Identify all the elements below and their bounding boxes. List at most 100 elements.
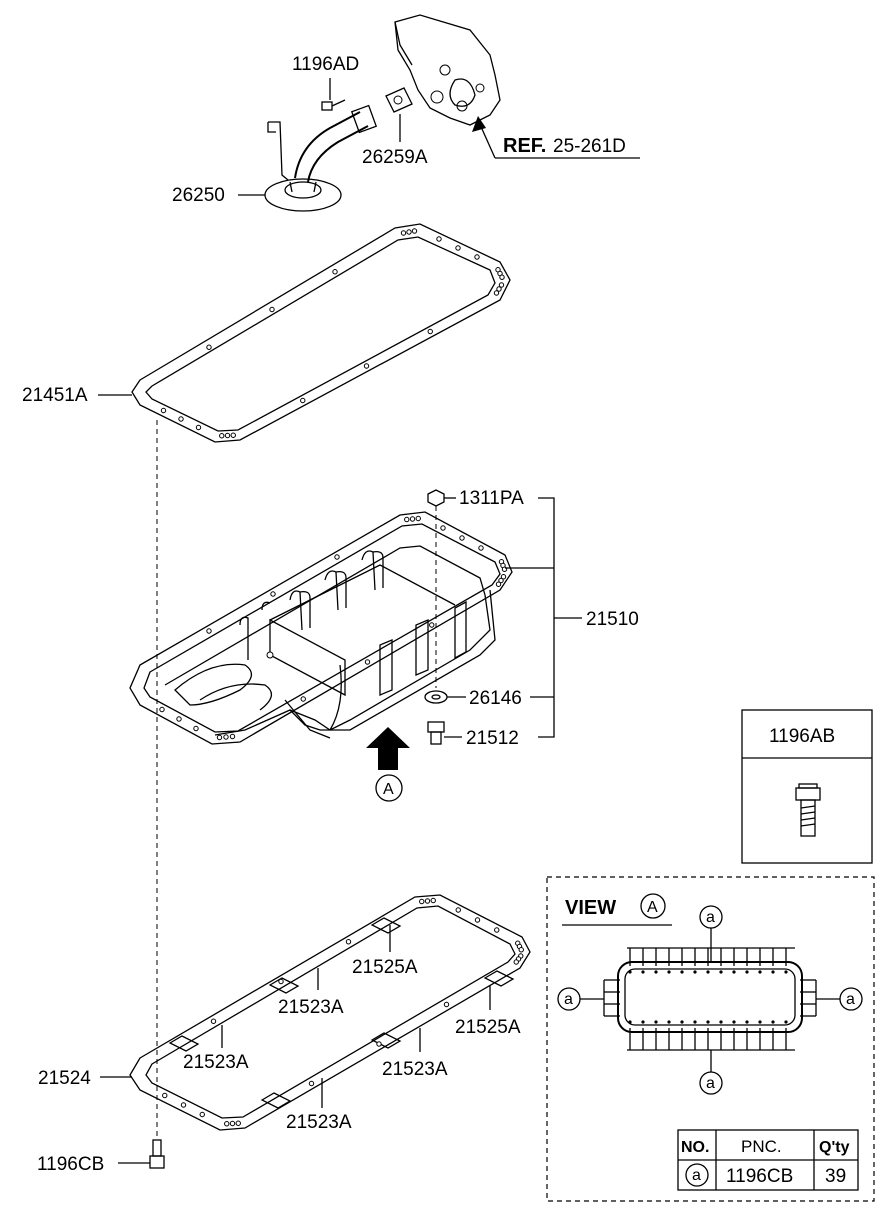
- bolt-hole: [496, 286, 502, 292]
- bolt-hole: [195, 424, 202, 431]
- bolt-hole: [513, 959, 519, 965]
- view-arrow: [366, 727, 410, 802]
- ref-arrow: [472, 116, 640, 159]
- bolt-hole: [436, 236, 442, 242]
- bolt-hole: [427, 328, 433, 335]
- bolt-hole: [278, 978, 284, 985]
- gasket-26259A: [385, 87, 413, 113]
- label-1196AD: 1196AD: [292, 54, 359, 75]
- table-cell-pnc: 1196CB: [726, 1166, 793, 1187]
- bolt-hole: [176, 716, 182, 722]
- bolt-hole: [411, 228, 418, 234]
- label-circle-A: A: [383, 781, 394, 798]
- bolt-hole: [180, 1102, 187, 1108]
- bolt-hole: [364, 659, 371, 665]
- bolt-hole: [493, 290, 500, 296]
- label-21525A-1: 21525A: [352, 957, 418, 978]
- upper-gasket-21451A: [131, 223, 511, 443]
- bolt-hole: [498, 282, 505, 288]
- oil-strainer-26250: [264, 104, 378, 212]
- label-21523A-2: 21523A: [183, 1052, 249, 1073]
- table-header-pnc: PNC.: [741, 1137, 782, 1156]
- bolt-hole: [443, 1001, 450, 1008]
- label-1311PA: 1311PA: [459, 488, 524, 509]
- bolt-hole: [419, 898, 425, 905]
- label-21451A: 21451A: [22, 385, 88, 406]
- bolt-hole: [474, 254, 480, 260]
- bolt-hole: [334, 554, 340, 560]
- label-1196CB: 1196CB: [37, 1154, 104, 1175]
- bolt-hole: [206, 344, 212, 350]
- bolt-hole: [230, 432, 236, 438]
- bolt-hole: [199, 1111, 205, 1118]
- bolt-hole: [499, 274, 505, 280]
- bolt-hole: [474, 917, 481, 923]
- bolt-hole: [440, 525, 446, 531]
- drain-plug-21512: [427, 721, 445, 745]
- oil-pan-21510: [129, 511, 513, 745]
- bolt-hole: [224, 1121, 230, 1127]
- view-a-right: a: [846, 991, 855, 1008]
- bolt-hole: [229, 1120, 236, 1127]
- bolt-hole: [229, 733, 236, 740]
- oil-pump-body: [394, 14, 501, 126]
- bolt-hole: [494, 927, 500, 933]
- view-a-box: [546, 876, 875, 1202]
- bolt-hole: [424, 898, 431, 904]
- bolt-hole: [216, 734, 223, 741]
- bolt-hole: [459, 535, 465, 541]
- label-21524: 21524: [38, 1068, 91, 1089]
- bolt-hole: [409, 516, 416, 522]
- label-ref: REF.: [503, 135, 546, 157]
- label-21523A-1: 21523A: [278, 997, 344, 1018]
- table-header-no: NO.: [681, 1139, 709, 1156]
- bolt-hole: [498, 577, 504, 584]
- bolt-hole: [160, 407, 167, 414]
- bolt-hole: [400, 230, 407, 236]
- bolt-1196CB: [149, 1139, 165, 1169]
- view-a-left: a: [564, 991, 573, 1008]
- part-box-1196AB: [741, 709, 873, 864]
- view-title-circle: A: [647, 899, 658, 916]
- bolt-hole: [430, 897, 436, 904]
- bolt-hole: [376, 1041, 382, 1047]
- bolt-hole: [345, 939, 352, 945]
- label-26146: 26146: [469, 688, 522, 709]
- bolt-hole: [429, 622, 435, 628]
- label-ref-number: 25-261D: [553, 136, 626, 157]
- bolt-hole: [415, 515, 421, 522]
- bolt-hole: [406, 229, 412, 235]
- bolt-hole: [210, 1018, 217, 1024]
- label-21512: 21512: [466, 728, 519, 749]
- bolt-hole: [300, 696, 306, 702]
- bolt-hole: [308, 1080, 315, 1087]
- bolt-hole: [193, 725, 199, 732]
- bolt-hole: [300, 397, 306, 404]
- bolt-hole: [224, 432, 231, 439]
- bolt-hole: [363, 363, 370, 369]
- table-header-qty: Q'ty: [819, 1139, 850, 1156]
- view-a-bottom: a: [706, 1075, 715, 1092]
- label-21525A-2: 21525A: [455, 1017, 521, 1038]
- table-cell-no: a: [692, 1167, 701, 1184]
- bolt-hole: [455, 245, 461, 251]
- washer-26146: [424, 690, 448, 704]
- bolt-hole: [332, 269, 338, 275]
- bolt-hole: [162, 1092, 168, 1099]
- bolt-hole: [455, 907, 461, 913]
- bolt-hole: [223, 734, 229, 740]
- view-title: VIEW: [565, 897, 616, 919]
- bolt-hole: [219, 433, 225, 439]
- bolt-hole: [478, 545, 484, 551]
- bolt-hole: [159, 706, 165, 713]
- lower-gasket-21524: [129, 894, 531, 1131]
- bolt-hole: [500, 574, 507, 580]
- bolt-hole: [178, 416, 184, 422]
- bolt-hole: [235, 1120, 241, 1126]
- bolt-hole: [270, 591, 276, 597]
- bolt-hole: [518, 947, 524, 953]
- label-26250: 26250: [172, 185, 225, 206]
- label-21523A-4: 21523A: [286, 1112, 352, 1133]
- bolt-hole: [206, 628, 212, 634]
